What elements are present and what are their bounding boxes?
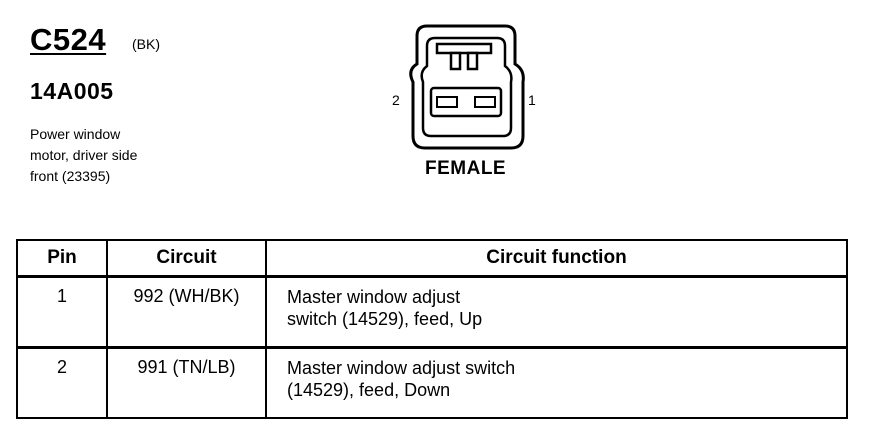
connector-gender-label: FEMALE	[425, 158, 507, 179]
table-header-row: Pin Circuit Circuit function	[16, 239, 848, 278]
locking-tab-stem-left	[449, 51, 462, 71]
part-number: 14A005	[30, 78, 114, 104]
cell-circuit: 992 (WH/BK)	[106, 275, 267, 349]
description-line: Power window	[30, 126, 121, 142]
pin-label-1: 1	[528, 92, 536, 108]
pin-label-2: 2	[392, 92, 400, 108]
connector-housing-outline	[409, 24, 525, 150]
connector-inner-outline	[420, 36, 513, 138]
function-line: Master window adjust	[287, 287, 461, 307]
connector-id: C524	[30, 22, 107, 57]
locking-tab-stem-right	[466, 51, 479, 71]
description-line: front (23395)	[30, 168, 111, 184]
pin-circuit-table: Pin Circuit Circuit function 1 992 (WH/B…	[16, 239, 848, 419]
cell-circuit-function: Master window adjust switch (14529), fee…	[265, 346, 848, 419]
locking-tab-bar	[435, 42, 493, 55]
cell-pin: 2	[16, 346, 108, 419]
terminal-pin-2	[436, 96, 458, 108]
connector-face-diagram	[409, 24, 525, 150]
table-row: 2 991 (TN/LB) Master window adjust switc…	[16, 346, 848, 419]
description-line: motor, driver side	[30, 147, 138, 163]
cell-circuit-function: Master window adjust switch (14529), fee…	[265, 275, 848, 349]
function-line: switch (14529), feed, Up	[287, 309, 483, 329]
function-line: Master window adjust switch	[287, 358, 516, 378]
table-row: 1 992 (WH/BK) Master window adjust switc…	[16, 275, 848, 349]
function-line: (14529), feed, Down	[287, 380, 451, 400]
terminal-pin-1	[474, 96, 496, 108]
terminal-cavity	[429, 86, 503, 118]
connector-color-code: (BK)	[132, 36, 160, 52]
connector-description: Power window motor, driver side front (2…	[30, 124, 230, 187]
header-pin: Pin	[16, 239, 108, 278]
header-circuit: Circuit	[106, 239, 267, 278]
cell-pin: 1	[16, 275, 108, 349]
header-circuit-function: Circuit function	[265, 239, 848, 278]
cell-circuit: 991 (TN/LB)	[106, 346, 267, 419]
